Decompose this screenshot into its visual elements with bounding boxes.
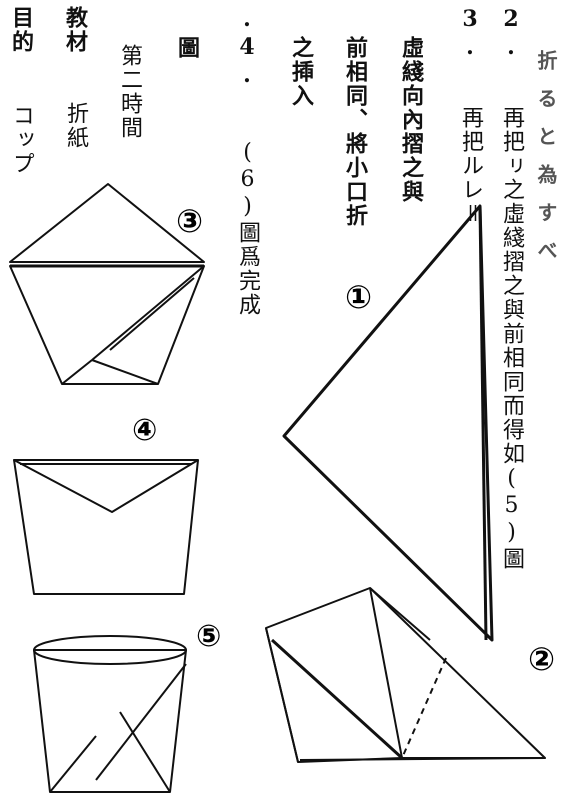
text-column-5-text: 前相同、將小口折 (342, 36, 368, 228)
text-column-7: .4. (6)圖爲完成 (234, 6, 260, 317)
text-column-9: 第二時間 (117, 44, 142, 140)
figure-4-cup (13, 459, 199, 595)
text-column-1-text: 折ると為すべ (534, 50, 558, 278)
step-3-number: 3. (457, 6, 483, 62)
figure-3-cup (9, 183, 205, 385)
step-4-number: .4. (234, 6, 260, 90)
figure-1-label: ① (345, 278, 372, 316)
figure-3-label: ③ (176, 202, 203, 240)
text-column-8: 圖 (174, 36, 200, 60)
lesson-period: 第二時間 (117, 44, 142, 140)
material-label: 教材 (62, 6, 88, 54)
figure-heading: 圖 (174, 36, 200, 60)
text-column-1: 折ると為すべ (534, 50, 558, 278)
figure-5-cup (33, 635, 187, 793)
step-2-text: 再把ㇼ之虛綫摺之與前相同而得如(5)圖 (499, 106, 524, 571)
text-column-10: 教材 折紙 (62, 6, 88, 150)
text-column-6: 之揷入 (288, 36, 314, 108)
figure-5-label: ⑤ (196, 619, 221, 654)
text-column-11: 目的 コップ (8, 6, 34, 176)
figure-1-triangle (282, 204, 494, 642)
purpose-value: コップ (9, 104, 34, 176)
figure-2-fold (265, 587, 546, 763)
text-column-4-text: 虛綫向內摺之與 (398, 36, 424, 204)
step-4-text: (6)圖爲完成 (235, 140, 260, 317)
text-column-5: 前相同、將小口折 (342, 36, 368, 228)
text-column-2: 2. 再把ㇼ之虛綫摺之與前相同而得如(5)圖 (498, 6, 524, 571)
text-column-4: 虛綫向內摺之與 (398, 36, 424, 204)
figure-4-label: ④ (132, 413, 157, 448)
purpose-label: 目的 (8, 6, 34, 54)
text-column-6-text: 之揷入 (288, 36, 314, 108)
step-2-number: 2. (498, 6, 524, 62)
figure-2-label: ② (528, 640, 555, 678)
material-value: 折紙 (63, 102, 88, 150)
